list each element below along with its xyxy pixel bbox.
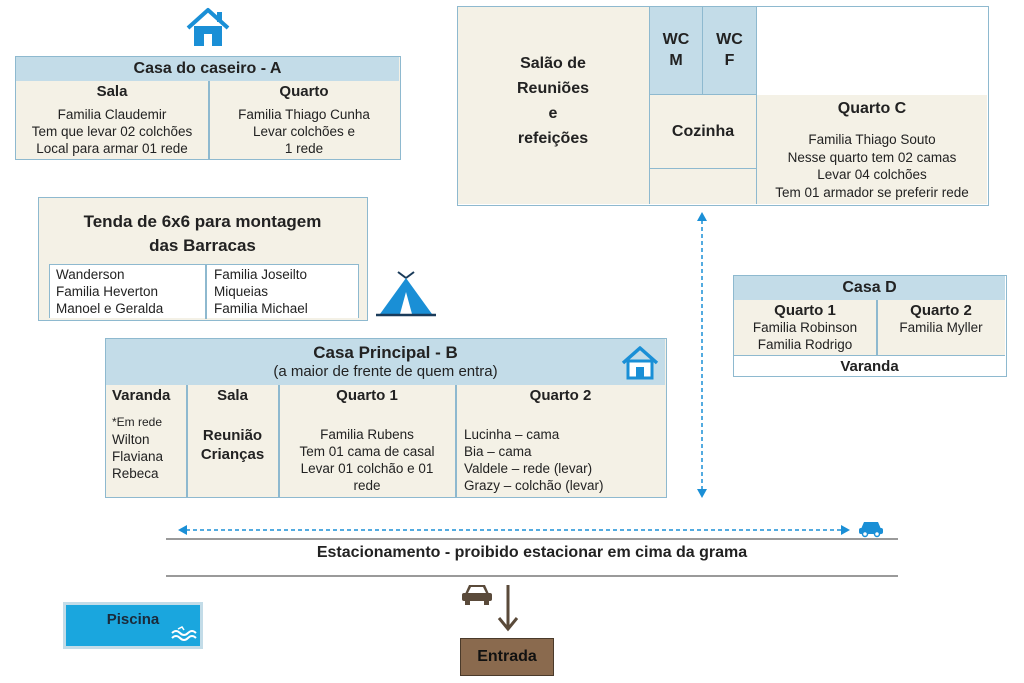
casa-principal-header: Casa Principal - B (a maior de frente de… bbox=[106, 339, 665, 385]
cozinha-lower bbox=[650, 169, 757, 204]
list-item: Familia Michael bbox=[214, 301, 308, 316]
house-icon bbox=[186, 8, 230, 46]
entrada-box: Entrada bbox=[460, 638, 554, 676]
tenda-title-line2: das Barracas bbox=[149, 236, 256, 255]
tenda-title: Tenda de 6x6 para montagem das Barracas bbox=[39, 210, 366, 258]
principal-varanda-header: Varanda bbox=[112, 387, 171, 404]
text-line: Familia Claudemir bbox=[57, 107, 167, 122]
text-line: Familia Rubens bbox=[320, 427, 414, 442]
text-line: rede bbox=[353, 478, 381, 493]
casa-d-varanda: Varanda bbox=[840, 358, 899, 375]
principal-quarto2-header: Quarto 2 bbox=[529, 387, 592, 404]
cozinha: Cozinha bbox=[650, 95, 757, 169]
list-item: Familia Heverton bbox=[56, 284, 159, 299]
text-line: WC bbox=[716, 31, 743, 48]
tenda-box: Tenda de 6x6 para montagem das Barracas … bbox=[38, 197, 368, 321]
arrow-down-icon bbox=[497, 585, 519, 632]
text-line: Flaviana bbox=[112, 449, 164, 464]
text-line: Reuniões bbox=[516, 80, 589, 97]
tent-icon bbox=[376, 271, 436, 317]
text-line: Local para armar 01 rede bbox=[36, 141, 188, 156]
text-line: Salão de bbox=[520, 55, 586, 72]
principal-sala-header: Sala bbox=[217, 387, 248, 404]
casa-principal-box: Casa Principal - B (a maior de frente de… bbox=[105, 338, 667, 498]
text-line: Familia Thiago Souto bbox=[808, 132, 936, 147]
caseiro-quarto-header: Quarto bbox=[279, 83, 329, 100]
text-line: Familia Robinson bbox=[752, 320, 858, 335]
text-line: Wilton bbox=[112, 432, 150, 447]
tenda-list: Wanderson Familia Heverton Manoel e Gera… bbox=[49, 264, 359, 319]
casa-caseiro-title: Casa do caseiro - A bbox=[16, 57, 399, 81]
principal-sala: Sala Reunião Crianças bbox=[187, 387, 278, 464]
list-item: Miqueias bbox=[214, 284, 269, 299]
text-line: WC bbox=[662, 31, 690, 48]
text-line: Crianças bbox=[200, 446, 265, 463]
principal-quarto2: Quarto 2 Lucinha – cama Bia – cama Valde… bbox=[456, 387, 665, 494]
car-icon bbox=[859, 522, 883, 538]
varanda-note: *Em rede bbox=[112, 415, 163, 429]
casa-d-quarto2: Quarto 2 Familia Myller bbox=[877, 302, 1005, 336]
casa-caseiro-box: Casa do caseiro - A Sala Familia Claudem… bbox=[15, 56, 401, 160]
list-item: Manoel e Geralda bbox=[56, 301, 164, 316]
text-line: Rebeca bbox=[112, 466, 159, 481]
text-line: Nesse quarto tem 02 camas bbox=[787, 149, 957, 165]
caseiro-sala: Sala Familia Claudemir Tem que levar 02 … bbox=[16, 83, 208, 157]
salao-reunioes: Salão de Reuniões e refeições bbox=[458, 7, 650, 204]
casa-d-quarto2-header: Quarto 2 bbox=[910, 302, 972, 319]
text-line: Levar 01 colchão e 01 bbox=[300, 461, 434, 476]
text-line: e bbox=[548, 105, 558, 122]
text-line: F bbox=[724, 52, 735, 69]
text-line: Valdele – rede (levar) bbox=[464, 461, 593, 476]
casa-d-quarto1-header: Quarto 1 bbox=[774, 302, 836, 319]
predio-c-box: Salão de Reuniões e refeições WC M WC F … bbox=[457, 6, 989, 206]
casa-principal-title: Casa Principal - B bbox=[313, 343, 458, 362]
text-line: M bbox=[669, 52, 683, 69]
horizontal-path-arrow bbox=[178, 525, 850, 535]
text-line: Familia Thiago Cunha bbox=[238, 107, 370, 122]
piscina-box: Piscina bbox=[63, 602, 203, 649]
list-item: Wanderson bbox=[56, 267, 125, 282]
quarto-c: Quarto C Familia Thiago Souto Nesse quar… bbox=[757, 95, 987, 204]
text-line: Bia – cama bbox=[464, 444, 532, 459]
principal-quarto1-header: Quarto 1 bbox=[336, 387, 398, 404]
casa-d-title: Casa D bbox=[734, 276, 1005, 300]
principal-varanda: Varanda *Em rede Wilton Flaviana Rebeca bbox=[112, 387, 186, 482]
text-line: Tem 01 cama de casal bbox=[299, 444, 435, 459]
water-icon bbox=[171, 626, 197, 641]
quarto-c-header: Quarto C bbox=[837, 100, 907, 117]
text-line: 1 rede bbox=[284, 141, 324, 156]
tenda-title-line1: Tenda de 6x6 para montagem bbox=[83, 212, 322, 231]
casa-principal-subtitle: (a maior de frente de quem entra) bbox=[273, 363, 498, 380]
principal-quarto1: Quarto 1 Familia Rubens Tem 01 cama de c… bbox=[279, 387, 455, 494]
house-icon bbox=[621, 346, 659, 380]
text-line: Reunião bbox=[202, 427, 263, 444]
car-icon bbox=[462, 585, 492, 605]
text-line: Tem que levar 02 colchões bbox=[31, 124, 193, 139]
list-item: Familia Joseilto bbox=[214, 267, 308, 282]
text-line: Levar colchões e bbox=[252, 124, 356, 139]
estacionamento-label: Estacionamento - proibido estacionar em … bbox=[316, 544, 748, 561]
text-line: refeições bbox=[517, 130, 589, 147]
casa-d-quarto1: Quarto 1 Familia Robinson Familia Rodrig… bbox=[734, 302, 876, 353]
tenda-col2: Familia Joseilto Miqueias Familia Michae… bbox=[214, 266, 308, 317]
wc-masculino: WC M bbox=[650, 7, 703, 95]
text-line: Lucinha – cama bbox=[464, 427, 560, 442]
piscina-label: Piscina bbox=[106, 611, 160, 628]
text-line: Familia Myller bbox=[899, 320, 983, 335]
text-line: Levar 04 colchões bbox=[817, 167, 927, 182]
caseiro-quarto: Quarto Familia Thiago Cunha Levar colchõ… bbox=[209, 83, 399, 157]
casa-d-box: Casa D Quarto 1 Familia Robinson Familia… bbox=[733, 275, 1007, 377]
caseiro-sala-header: Sala bbox=[96, 83, 128, 100]
vertical-path-arrow bbox=[697, 212, 707, 498]
tenda-col1: Wanderson Familia Heverton Manoel e Gera… bbox=[56, 266, 163, 317]
text-line: Grazy – colchão (levar) bbox=[464, 478, 604, 493]
wc-feminino: WC F bbox=[703, 7, 757, 95]
text-line: Familia Rodrigo bbox=[757, 337, 853, 352]
text-line: Tem 01 armador se preferir rede bbox=[775, 184, 969, 200]
